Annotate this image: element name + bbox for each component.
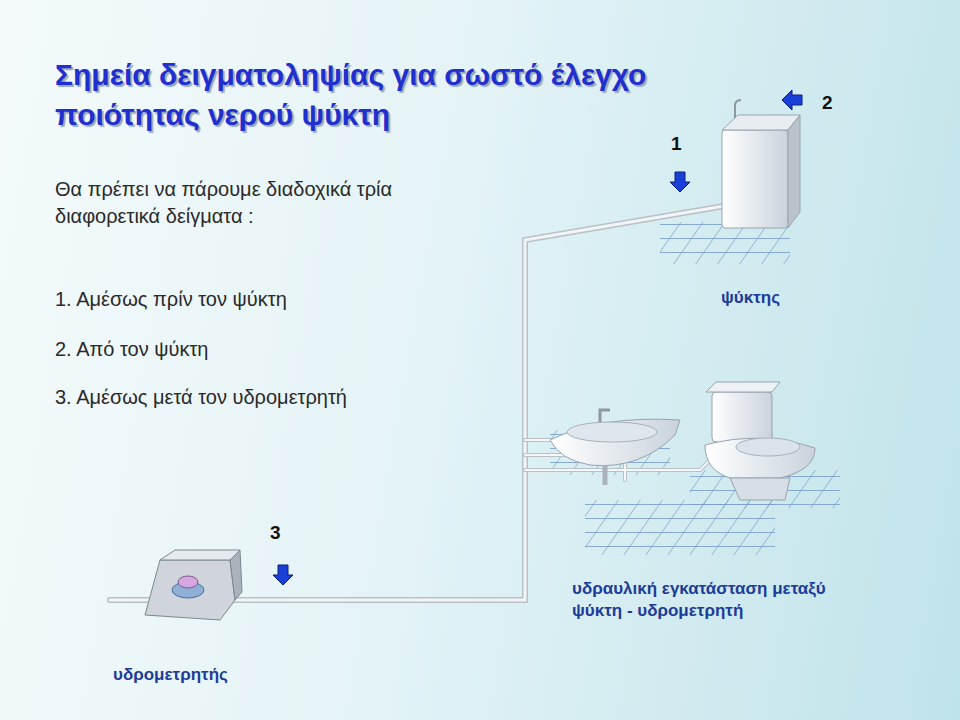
list-item: 2. Από τον ψύκτη [55, 336, 208, 363]
part-label: ψύκτης [721, 287, 780, 309]
floor-tiles [550, 222, 840, 555]
part-label: υδραυλική εγκατάσταση μεταξύ ψύκτη - υδρ… [572, 578, 872, 622]
part-label: υδρομετρητής [113, 664, 228, 686]
list-item: 1. Αμέσως πρίν τον ψύκτη [55, 286, 287, 313]
water-cooler [722, 100, 800, 228]
callout-number: 3 [270, 522, 281, 544]
sampling-arrow [273, 90, 802, 585]
water-meter [145, 550, 242, 620]
intro-text: Θα πρέπει να πάρουμε διαδοχικά τρία διαφ… [55, 176, 475, 230]
list-item: 3. Αμέσως μετά τον υδρομετρητή [55, 384, 347, 411]
callout-number: 2 [822, 92, 833, 114]
sink [550, 410, 680, 485]
toilet [705, 382, 815, 500]
callout-number: 1 [671, 133, 682, 155]
slide-title: Σημεία δειγματοληψίας για σωστό έλεγχο π… [55, 55, 695, 135]
